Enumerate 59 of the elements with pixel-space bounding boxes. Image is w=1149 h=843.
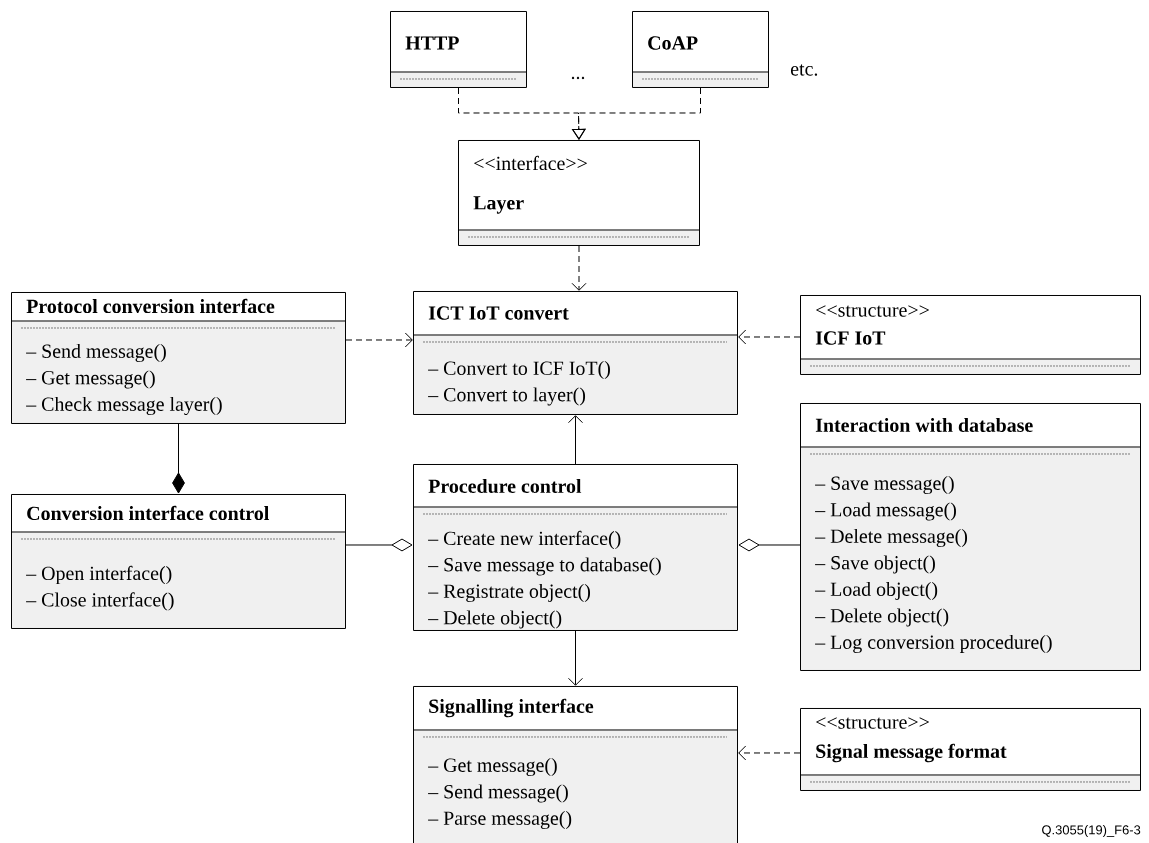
class-name: ICT IoT convert [428,306,569,320]
method-text: – Delete object() [815,608,949,627]
class-name: Procedure control [428,478,582,494]
note-text: ... [571,76,585,80]
method-text: – Load message() [815,502,956,521]
class-box [412,464,738,631]
arrow [568,415,583,465]
method-text: – Get message() [26,370,155,389]
class-name: CoAP [648,36,698,50]
method-text: – Get message() [428,757,557,777]
method-text: – Convert to layer() [428,387,586,406]
class-name: Signalling interface [429,698,594,718]
class-box [10,292,346,424]
class-box [631,11,769,88]
class-name: Interaction with database [815,417,1033,432]
method-text: – Close interface() [26,592,174,611]
class-name: Conversion interface control [27,505,269,521]
association-line [345,538,413,552]
class-box [799,403,1141,671]
method-text: – Registrate object() [428,583,591,603]
arrow [345,332,413,348]
figure-id: Q.3055(19)_F6-3 [1042,824,1141,837]
class-box [10,494,346,629]
class-name: Signal message format [816,743,1007,763]
class-name: Layer [473,196,524,214]
class-box [412,291,738,415]
class-box [457,140,700,246]
stereotype-label: <<structure>> [816,717,929,729]
class-box [389,11,527,88]
method-text: – Convert to ICF IoT() [428,360,610,379]
class-box [412,686,738,843]
method-text: – Save message() [815,475,954,495]
method-text: – Log conversion procedure() [815,634,1052,654]
method-text: – Create new interface() [428,530,621,550]
method-text: – Delete message() [815,528,968,548]
arrow [572,87,701,140]
arrow [738,329,801,345]
arrow [571,245,587,291]
method-text: – Send message() [428,784,568,803]
method-text: – Delete object() [428,610,562,629]
stereotype-label: <<interface>> [474,155,587,171]
method-text: – Parse message() [428,810,572,830]
method-text: – Send message() [26,343,166,363]
arrow [738,745,801,761]
class-box [799,295,1141,375]
method-text: – Load object() [815,581,938,600]
method-text: – Check message layer() [26,396,222,416]
association-line [172,423,185,494]
method-text: – Save message to database() [428,557,661,576]
method-text: – Save object() [815,555,935,574]
stereotype-label: <<structure>> [816,305,929,317]
association-line [738,538,801,552]
class-name: ICF IoT [815,331,886,345]
class-name: Protocol conversion interface [26,298,275,314]
class-name: HTTP [405,36,459,50]
method-text: – Open interface() [26,565,172,585]
arrow [568,630,583,686]
note-text: etc. [791,64,818,76]
class-box [799,708,1141,791]
